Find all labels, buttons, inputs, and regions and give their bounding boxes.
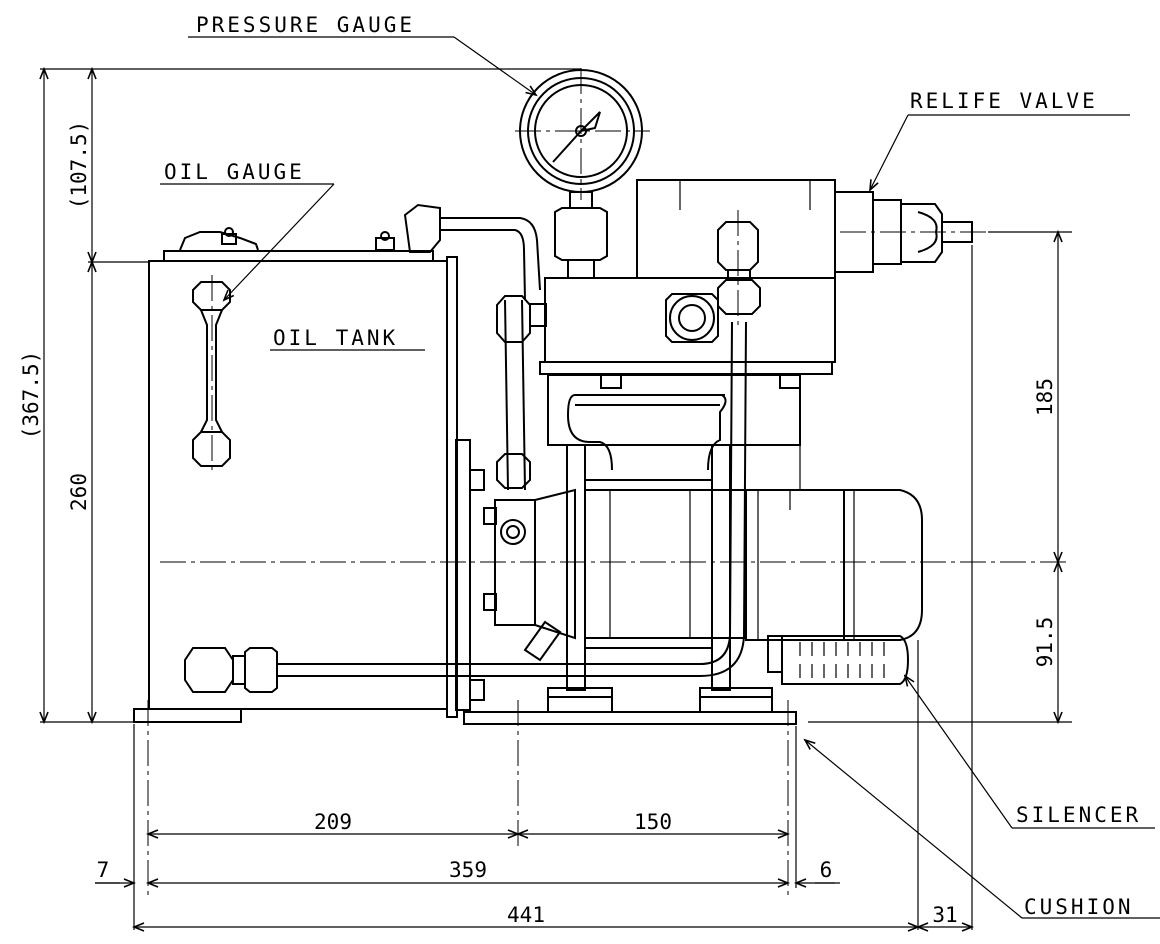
pressure-gauge bbox=[515, 68, 650, 279]
oil-tank bbox=[148, 227, 458, 718]
label-pressure-gauge: PRESSURE GAUGE bbox=[196, 13, 415, 37]
pump-block bbox=[455, 439, 576, 711]
dim-441: 441 bbox=[507, 903, 545, 927]
oil-gauge bbox=[192, 275, 231, 472]
electric-motor bbox=[745, 489, 923, 641]
dim-185: 185 bbox=[1033, 378, 1057, 416]
valve-manifold bbox=[539, 179, 836, 389]
manifold-fittings bbox=[717, 210, 761, 330]
dim-7: 7 bbox=[97, 858, 110, 882]
dim-91-5: 91.5 bbox=[1033, 617, 1057, 668]
label-relife-valve: RELIFE VALVE bbox=[910, 89, 1098, 113]
label-silencer: SILENCER bbox=[1016, 803, 1141, 827]
dim-31: 31 bbox=[932, 903, 957, 927]
suction-pipe bbox=[184, 321, 747, 693]
dim-260: 260 bbox=[67, 473, 91, 511]
dim-107-5: (107.5) bbox=[67, 121, 91, 210]
dim-359: 359 bbox=[449, 858, 487, 882]
dim-6: 6 bbox=[820, 858, 833, 882]
relief-valve bbox=[834, 191, 990, 273]
base-frame bbox=[133, 687, 797, 725]
pressure-pipe bbox=[403, 203, 547, 491]
label-cushion: CUSHION bbox=[1024, 895, 1134, 919]
label-oil-tank: OIL TANK bbox=[273, 326, 398, 350]
silencer bbox=[767, 635, 910, 685]
dim-209: 209 bbox=[314, 810, 352, 834]
pump-frame bbox=[547, 374, 801, 691]
dim-367-5: (367.5) bbox=[19, 351, 43, 440]
dimension-lines bbox=[40, 69, 1072, 930]
dim-150: 150 bbox=[634, 810, 672, 834]
leader-lines bbox=[160, 36, 1160, 919]
label-oil-gauge: OIL GAUGE bbox=[164, 160, 305, 184]
center-lines bbox=[147, 561, 1070, 900]
